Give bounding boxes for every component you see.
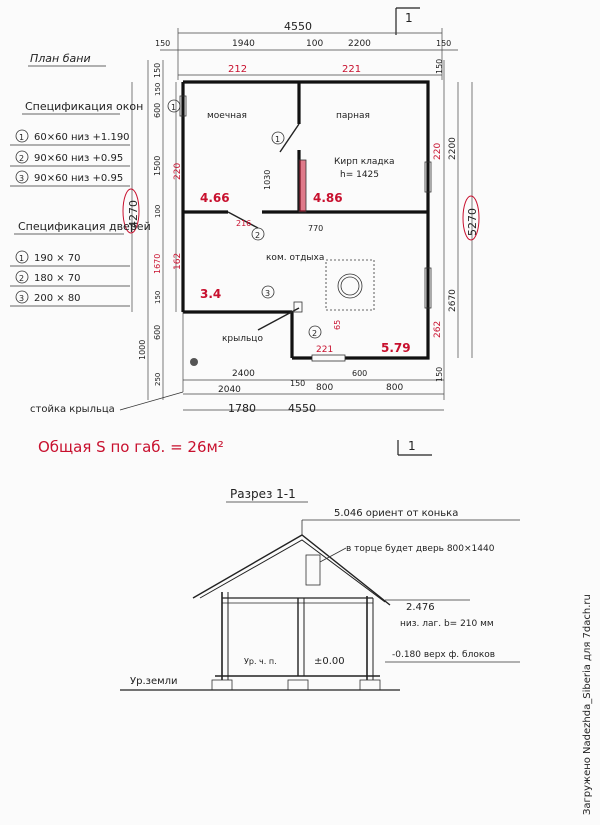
section-drawing [120,519,520,691]
floor-level-label: ±0.00 [314,656,345,667]
dim-770: 770 [308,224,323,233]
overall-width-bottom: 4550 [288,402,316,415]
window-spec-num-2: 2 [19,154,24,163]
brick-label: Кирп кладка [334,157,395,167]
dim-right-red-2: 262 [433,321,443,338]
section-marker-top: 1 [395,7,420,35]
door-spec-item-2: 180 × 70 [34,273,81,284]
dim-right-4: 150 [435,367,444,382]
doors-spec: Спецификация дверей 1 190 × 70 2 180 × 7… [10,220,151,307]
section-marker-bottom-label: 1 [408,439,416,453]
dim-bottom-2: 150 [290,379,305,388]
doors-spec-title: Спецификация дверей [18,220,151,233]
dim-left-6: 1670 [153,254,162,274]
window-spec-item-2: 90×60 низ +0.95 [34,153,123,164]
dimension-left: 150 600 150 1500 100 1670 150 600 1000 2… [122,60,183,400]
door-spec-num-2: 2 [19,274,24,283]
dim-right-red-1: 220 [433,143,443,160]
window-spec-num-1: 1 [19,133,24,142]
door-spec-num-3: 3 [19,294,24,303]
dim-top-red-2: 221 [342,64,361,75]
section-title: Разрез 1-1 [230,487,296,501]
floor-short-label: Ур. ч. п. [244,657,277,666]
svg-text:2: 2 [312,329,317,338]
plan-title: План бани [30,52,91,65]
overall-height-left: 4270 [127,200,140,228]
area-steam: 4.86 [313,191,343,205]
mark-2476: 2.476 [406,602,435,613]
dim-bottom-2040: 2040 [218,385,241,395]
watermark: Загружено Nadezhda_Siberia для 7dach.ru [582,594,593,815]
dim-221: 221 [316,345,333,355]
dim-top-2: 1940 [232,39,255,49]
dim-1030: 1030 [263,170,272,190]
ground-label: Ур.земли [130,676,178,687]
dim-left-10: 250 [154,373,162,386]
window-spec-item-1: 60×60 низ +1.190 [34,132,130,143]
dim-bottom-1780: 1780 [228,402,256,415]
dim-bottom-3: 800 [316,383,333,393]
dim-65: 65 [333,320,342,330]
dim-bottom-5: 800 [386,383,403,393]
dim-left-1: 150 [153,63,162,78]
window-spec-item-3: 90×60 низ +0.95 [34,173,123,184]
svg-text:3: 3 [265,289,270,298]
ridge-label: 5.046 ориент от конька [334,508,458,519]
svg-text:2: 2 [255,231,260,240]
door-spec-item-3: 200 × 80 [34,293,81,304]
room-washroom: моечная [207,111,247,121]
area-rest-2: 5.79 [381,341,411,355]
overall-height-right: 5270 [466,208,479,236]
window-spec-num-3: 3 [19,174,24,183]
dimension-right: 150 2200 2670 150 220 262 5270 [433,59,480,400]
svg-text:1: 1 [275,135,280,144]
brick-height: h= 1425 [340,170,379,180]
dim-left-red-1: 220 [173,163,183,180]
dim-left-9: 1000 [138,340,147,360]
building-plan [179,80,432,392]
dimension-top: 4550 150 1940 100 2200 150 212 221 [155,20,458,80]
dim-left-3: 150 [154,83,162,96]
dim-left-8: 600 [153,325,162,340]
room-steam: парная [336,111,370,121]
door-spec-item-1: 190 × 70 [34,253,81,264]
dim-top-red-1: 212 [228,64,247,75]
dim-left-red-2: 162 [173,253,183,270]
dim-top-5: 150 [436,39,451,48]
section-marker-bottom: 1 [397,439,432,456]
dim-right-3: 2670 [448,289,458,312]
dim-bottom-1: 2400 [232,369,255,379]
dim-right-2: 2200 [448,137,458,160]
porch-stand-label: стойка крыльца [30,404,115,415]
area-washroom: 4.66 [200,191,230,205]
door-note: в торце будет дверь 800×1440 [346,544,495,554]
section-marker-top-label: 1 [405,11,413,25]
dim-top-1: 150 [155,39,170,48]
windows-spec: Спецификация окон 1 60×60 низ +1.190 2 9… [10,100,143,187]
room-rest: ком. отдыха [266,253,324,263]
area-rest: 3.4 [200,287,221,301]
beam-note: низ. лаг. b= 210 мм [400,619,494,629]
door-spec-num-1: 1 [19,254,24,263]
dim-left-7: 150 [154,291,162,304]
dim-top-4: 2200 [348,39,371,49]
room-porch: крыльцо [222,334,263,344]
dim-left-4: 1500 [153,156,162,176]
svg-text:1: 1 [171,103,176,112]
plan-markers: 1 1 2 3 2 [167,99,322,339]
overall-width: 4550 [284,20,312,33]
dim-bottom-4: 600 [352,369,367,378]
total-area: Общая S по габ. = 26м² [38,438,224,456]
dim-right-1: 150 [435,59,444,74]
dim-216: 216 [236,219,251,228]
dim-left-5: 100 [154,205,162,218]
dimension-bottom: 2400 150 800 600 800 2040 1780 4550 стой… [30,369,444,415]
block-top-label: -0.180 верх ф. блоков [392,650,495,660]
dim-left-2: 600 [153,103,162,118]
windows-spec-title: Спецификация окон [25,100,143,113]
dim-top-3: 100 [306,39,323,49]
